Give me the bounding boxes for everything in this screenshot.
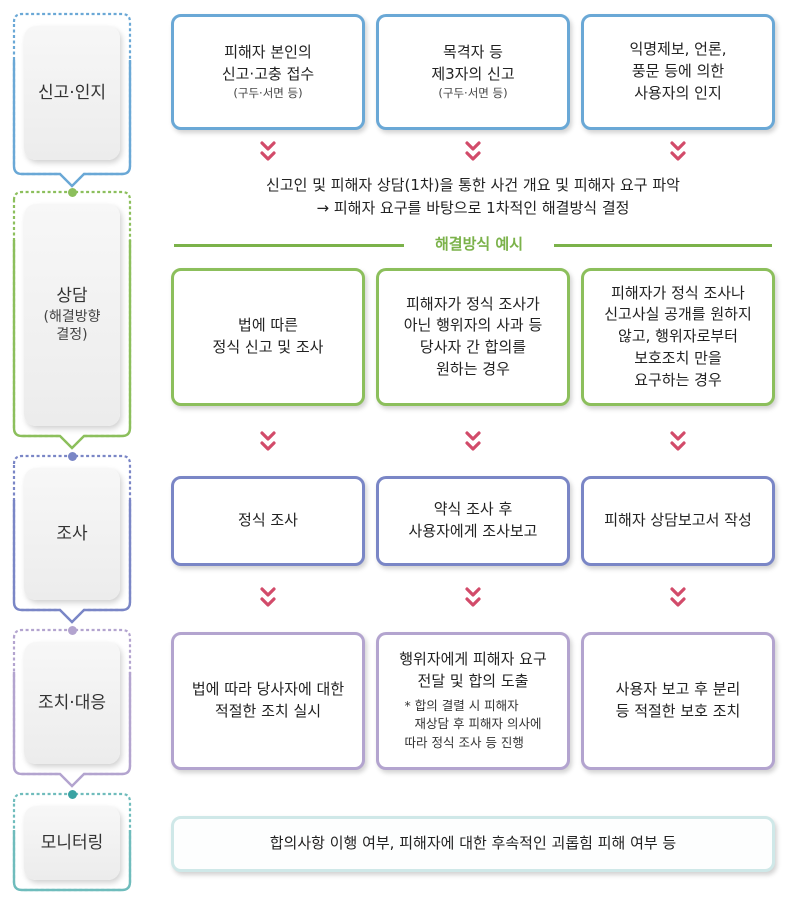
consult-box-protection-line2: 신고사실 공개를 원하지 bbox=[604, 305, 752, 324]
consult-box-agreement-line1: 피해자가 정식 조사가 bbox=[406, 294, 540, 313]
stage-consult-label: 상담 bbox=[56, 285, 88, 306]
stage-consult-sub1: (해결방향 bbox=[43, 308, 101, 325]
chevron-down-icon bbox=[465, 431, 481, 451]
monitor-box: 합의사항 이행 여부, 피해자에 대한 후속적인 괴롭힘 피해 여부 등 bbox=[171, 816, 775, 872]
connector-dot-measure bbox=[68, 626, 77, 635]
stage-frames bbox=[12, 12, 132, 892]
chevron-down-icon bbox=[260, 141, 276, 161]
chevron-down-icon bbox=[670, 587, 686, 607]
measure-box-agreement-line1: 행위자에게 피해자 요구 bbox=[399, 650, 547, 669]
measure-box-agreement-note: * 합의 결렬 시 피해자 재상담 후 피해자 의사에 따라 정식 조사 등 진… bbox=[405, 697, 542, 753]
report-box-anonymous-line2: 풍문 등에 의한 bbox=[631, 62, 725, 81]
report-box-victim-line2: 신고·고충 접수 bbox=[221, 64, 315, 83]
measure-box-separation-line2: 등 적절한 보호 조치 bbox=[615, 702, 741, 720]
investigate-box-formal-line1: 정식 조사 bbox=[238, 511, 298, 530]
consult-box-formal-line1: 법에 따른 bbox=[238, 316, 298, 335]
stage-investigate-label: 조사 bbox=[56, 523, 88, 544]
consult-box-protection-line4: 보호조치 만을 bbox=[634, 348, 722, 367]
investigate-box-brief: 약식 조사 후 사용자에게 조사보고 bbox=[376, 476, 570, 566]
chevron-down-icon bbox=[465, 587, 481, 607]
measure-note-line3: 따라 정식 조사 등 진행 bbox=[404, 735, 524, 751]
consult-box-agreement-line2: 아닌 행위자의 사과 등 bbox=[403, 316, 543, 335]
measure-box-legal: 법에 따라 당사자에 대한 적절한 조치 실시 bbox=[171, 632, 365, 770]
consult-box-protection-line1: 피해자가 정식 조사나 bbox=[611, 283, 745, 302]
report-box-witness: 목격자 등 제3자의 신고 (구두·서면 등) bbox=[376, 14, 570, 130]
stage-consult: 상담 (해결방향 결정) bbox=[24, 204, 120, 426]
report-box-victim-sub: (구두·서면 등) bbox=[233, 86, 303, 101]
example-title: 해결방식 예시 bbox=[404, 233, 554, 254]
connector-dot-investigate bbox=[68, 452, 77, 461]
report-box-witness-line2: 제3자의 신고 bbox=[431, 64, 515, 83]
chevron-down-icon bbox=[260, 431, 276, 451]
stage-measure: 조치·대응 bbox=[24, 642, 120, 764]
consult-box-formal: 법에 따른 정식 신고 및 조사 bbox=[171, 268, 365, 406]
consult-box-agreement-line3: 당사자 간 합의를 bbox=[419, 338, 527, 356]
stage-report: 신고·인지 bbox=[24, 26, 120, 160]
investigate-box-formal: 정식 조사 bbox=[171, 476, 365, 566]
measure-box-legal-line2: 적절한 조치 실시 bbox=[214, 702, 322, 720]
consult-box-protection: 피해자가 정식 조사나 신고사실 공개를 원하지 않고, 행위자로부터 보호조치… bbox=[581, 268, 775, 406]
monitor-text: 합의사항 이행 여부, 피해자에 대한 후속적인 괴롭힘 피해 여부 등 bbox=[269, 834, 677, 853]
measure-note-line1: * 합의 결렬 시 피해자 bbox=[404, 697, 519, 713]
report-box-witness-line1: 목격자 등 bbox=[443, 42, 503, 61]
investigate-box-report-line1: 피해자 상담보고서 작성 bbox=[604, 511, 752, 530]
chevron-down-icon bbox=[670, 431, 686, 451]
stage-report-label: 신고·인지 bbox=[38, 82, 106, 103]
chevron-down-icon bbox=[465, 141, 481, 161]
connector-dot-monitor bbox=[68, 790, 77, 799]
chevron-down-icon bbox=[260, 587, 276, 607]
report-box-anonymous: 익명제보, 언론, 풍문 등에 의한 사용자의 인지 bbox=[581, 14, 775, 130]
measure-note-line2: 재상담 후 피해자 의사에 bbox=[414, 716, 542, 732]
consult-box-protection-line5: 요구하는 경우 bbox=[634, 370, 722, 389]
stage-investigate: 조사 bbox=[24, 468, 120, 600]
measure-box-agreement-line2: 전달 및 합의 도출 bbox=[417, 671, 529, 690]
stage-monitor: 모니터링 bbox=[24, 806, 120, 880]
consult-box-formal-line2: 정식 신고 및 조사 bbox=[212, 338, 324, 356]
stage-measure-label: 조치·대응 bbox=[38, 692, 106, 713]
consult-box-agreement: 피해자가 정식 조사가 아닌 행위자의 사과 등 당사자 간 합의를 원하는 경… bbox=[376, 268, 570, 406]
measure-box-separation: 사용자 보고 후 분리 등 적절한 보호 조치 bbox=[581, 632, 775, 770]
connector-dot-consult bbox=[68, 188, 77, 197]
stage-monitor-label: 모니터링 bbox=[40, 832, 104, 853]
measure-box-separation-line1: 사용자 보고 후 분리 bbox=[615, 680, 741, 699]
stage-consult-sub2: 결정) bbox=[56, 327, 88, 344]
investigate-box-brief-line2: 사용자에게 조사보고 bbox=[408, 522, 538, 540]
consult-box-agreement-line4: 원하는 경우 bbox=[436, 359, 510, 378]
measure-box-agreement: 행위자에게 피해자 요구 전달 및 합의 도출 * 합의 결렬 시 피해자 재상… bbox=[376, 632, 570, 770]
investigate-box-brief-line1: 약식 조사 후 bbox=[433, 500, 513, 519]
intake-line1: 신고인 및 피해자 상담(1차)을 통한 사건 개요 및 피해자 요구 파악 bbox=[266, 176, 680, 194]
investigate-box-report: 피해자 상담보고서 작성 bbox=[581, 476, 775, 566]
report-box-anonymous-line1: 익명제보, 언론, bbox=[629, 40, 727, 59]
report-box-victim: 피해자 본인의 신고·고충 접수 (구두·서면 등) bbox=[171, 14, 365, 130]
consult-box-protection-line3: 않고, 행위자로부터 bbox=[618, 327, 738, 346]
measure-box-legal-line1: 법에 따라 당사자에 대한 bbox=[191, 680, 345, 699]
intake-line2: → 피해자 요구를 바탕으로 1차적인 해결방식 결정 bbox=[316, 199, 630, 218]
intake-text: 신고인 및 피해자 상담(1차)을 통한 사건 개요 및 피해자 요구 파악 →… bbox=[171, 174, 775, 221]
chevron-down-icon bbox=[670, 141, 686, 161]
report-box-anonymous-line3: 사용자의 인지 bbox=[634, 83, 722, 102]
report-box-victim-line1: 피해자 본인의 bbox=[224, 42, 312, 61]
report-box-witness-sub: (구두·서면 등) bbox=[438, 86, 508, 101]
